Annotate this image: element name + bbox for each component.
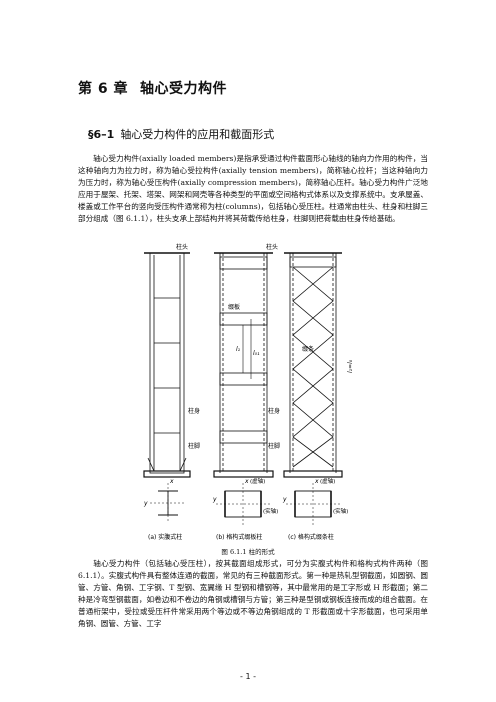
subcaption-b: (b) 格构式缀板柱 (216, 533, 262, 541)
page-number: - 1 - (240, 672, 256, 681)
cross-section-battened (216, 483, 270, 525)
figure-caption: 图 6.1.1 柱的形式 (221, 548, 275, 556)
label-batten: 缀板 (228, 303, 240, 311)
chapter-heading: 第 6 章轴心受力构件 (78, 78, 227, 98)
body-paragraph-text: 轴心受力构件（包括轴心受压柱），按其截面组成形式，可分为实腹式构件和格构式构件两… (78, 559, 428, 628)
section-a-x-label: x (169, 478, 174, 485)
solid-column-elevation (143, 252, 191, 478)
intro-paragraph: 轴心受力构件(axially loaded members)是指承受通过构件截面… (78, 153, 428, 225)
section-b-y-label: y (212, 496, 217, 503)
label-column-body-2: 柱身 (268, 407, 280, 415)
section-b-real-axis: (虚轴) (250, 477, 265, 485)
cross-section-laced (286, 483, 340, 525)
section-a-y-label: y (143, 500, 148, 507)
section-title: 轴心受力构件的应用和截面形式 (120, 128, 275, 141)
cross-section-solid (150, 483, 186, 523)
label-l1: l₁ (236, 346, 241, 353)
section-b-x-label: x (244, 478, 249, 485)
chapter-title: 轴心受力构件 (140, 81, 227, 97)
section-c-x-label: x (314, 478, 319, 485)
label-column-base-1: 柱脚 (188, 442, 200, 450)
column-types-figure: 柱头 柱身 柱脚 缀板 l₁ l₀₁ 柱头 柱身 柱脚 (143, 243, 354, 541)
label-l01: l₀₁ (253, 350, 260, 357)
section-heading: §6–1 轴心受力构件的应用和截面形式 (88, 126, 274, 142)
section-c-y-label: y (282, 496, 287, 503)
label-l-eq: l₁=l₀ (347, 359, 354, 373)
intro-paragraph-text: 轴心受力构件(axially loaded members)是指承受通过构件截面… (78, 154, 428, 223)
section-c-solid-axis: (实轴) (333, 507, 348, 515)
section-b-solid-axis: (实轴) (263, 507, 278, 515)
label-column-base-2: 柱脚 (268, 442, 280, 450)
label-column-body-1: 柱身 (188, 407, 200, 415)
subcaption-a: (a) 实腹式柱 (148, 533, 182, 541)
battened-column-elevation (213, 252, 274, 478)
section-number: §6–1 (88, 128, 115, 141)
chapter-number: 第 6 章 (78, 81, 128, 97)
section-c-real-axis: (虚轴) (320, 477, 335, 485)
label-column-head-1: 柱头 (176, 243, 188, 251)
label-column-head-2: 柱头 (266, 243, 278, 251)
body-paragraph: 轴心受力构件（包括轴心受压柱），按其截面组成形式，可分为实腹式构件和格构式构件两… (78, 558, 428, 630)
label-lacing: 缀条 (302, 345, 314, 353)
subcaption-c: (c) 格构式缀条柱 (288, 533, 334, 541)
laced-column-elevation (283, 252, 343, 478)
